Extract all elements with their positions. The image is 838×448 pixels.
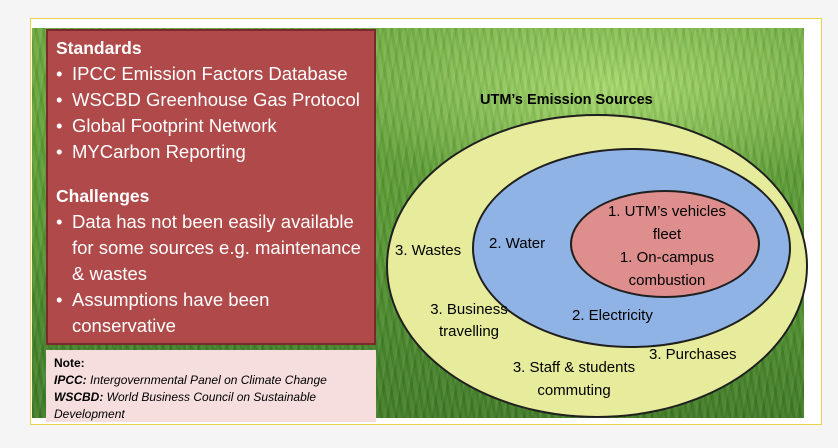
outer-label-staff: 3. Staff & students [512, 359, 636, 376]
note-definition: Intergovernmental Panel on Climate Chang… [86, 373, 327, 387]
note-definition: World Business Council on Sustainable De… [54, 390, 317, 421]
challenges-list: Data has not been easily available for s… [56, 209, 366, 339]
outer-label-business: 3. Business [430, 301, 508, 318]
middle-label-electricity: 2. Electricity [572, 307, 653, 324]
note-entry-wscbd: WSCBD: World Business Council on Sustain… [54, 389, 368, 422]
list-item: IPCC Emission Factors Database [56, 61, 366, 87]
diagram-title: UTM’s Emission Sources [480, 92, 653, 108]
standards-list: IPCC Emission Factors Database WSCBD Gre… [56, 61, 366, 165]
inner-label-oncampus: 1. On-campus [619, 249, 715, 266]
list-item: Data has not been easily available for s… [56, 209, 366, 287]
list-item: WSCBD Greenhouse Gas Protocol [56, 87, 366, 113]
outer-label-purchases: 3. Purchases [649, 346, 737, 363]
challenges-heading: Challenges [56, 186, 150, 206]
outer-label-commuting: commuting [537, 382, 611, 399]
note-abbr: IPCC: [54, 373, 87, 387]
note-entry-ipcc: IPCC: Intergovernmental Panel on Climate… [54, 372, 368, 389]
inner-label-combustion: combustion [628, 272, 706, 289]
note-box: Note: IPCC: Intergovernmental Panel on C… [46, 350, 376, 422]
standards-challenges-box: Standards IPCC Emission Factors Database… [46, 29, 376, 345]
outer-label-travelling: travelling [438, 323, 500, 340]
list-item: Global Footprint Network [56, 113, 366, 139]
inner-label-vehicles: 1. UTM’s vehicles [607, 203, 727, 220]
inner-label-fleet: fleet [652, 226, 682, 243]
list-item: Assumptions have been conservative [56, 287, 366, 339]
standards-heading: Standards [56, 38, 142, 58]
list-item: MYCarbon Reporting [56, 139, 366, 165]
note-title: Note: [54, 356, 85, 370]
middle-label-water: 2. Water [489, 235, 546, 252]
note-abbr: WSCBD: [54, 390, 104, 404]
outer-label-wastes: 3. Wastes [395, 242, 462, 259]
inner-scope-ellipse [570, 190, 760, 298]
